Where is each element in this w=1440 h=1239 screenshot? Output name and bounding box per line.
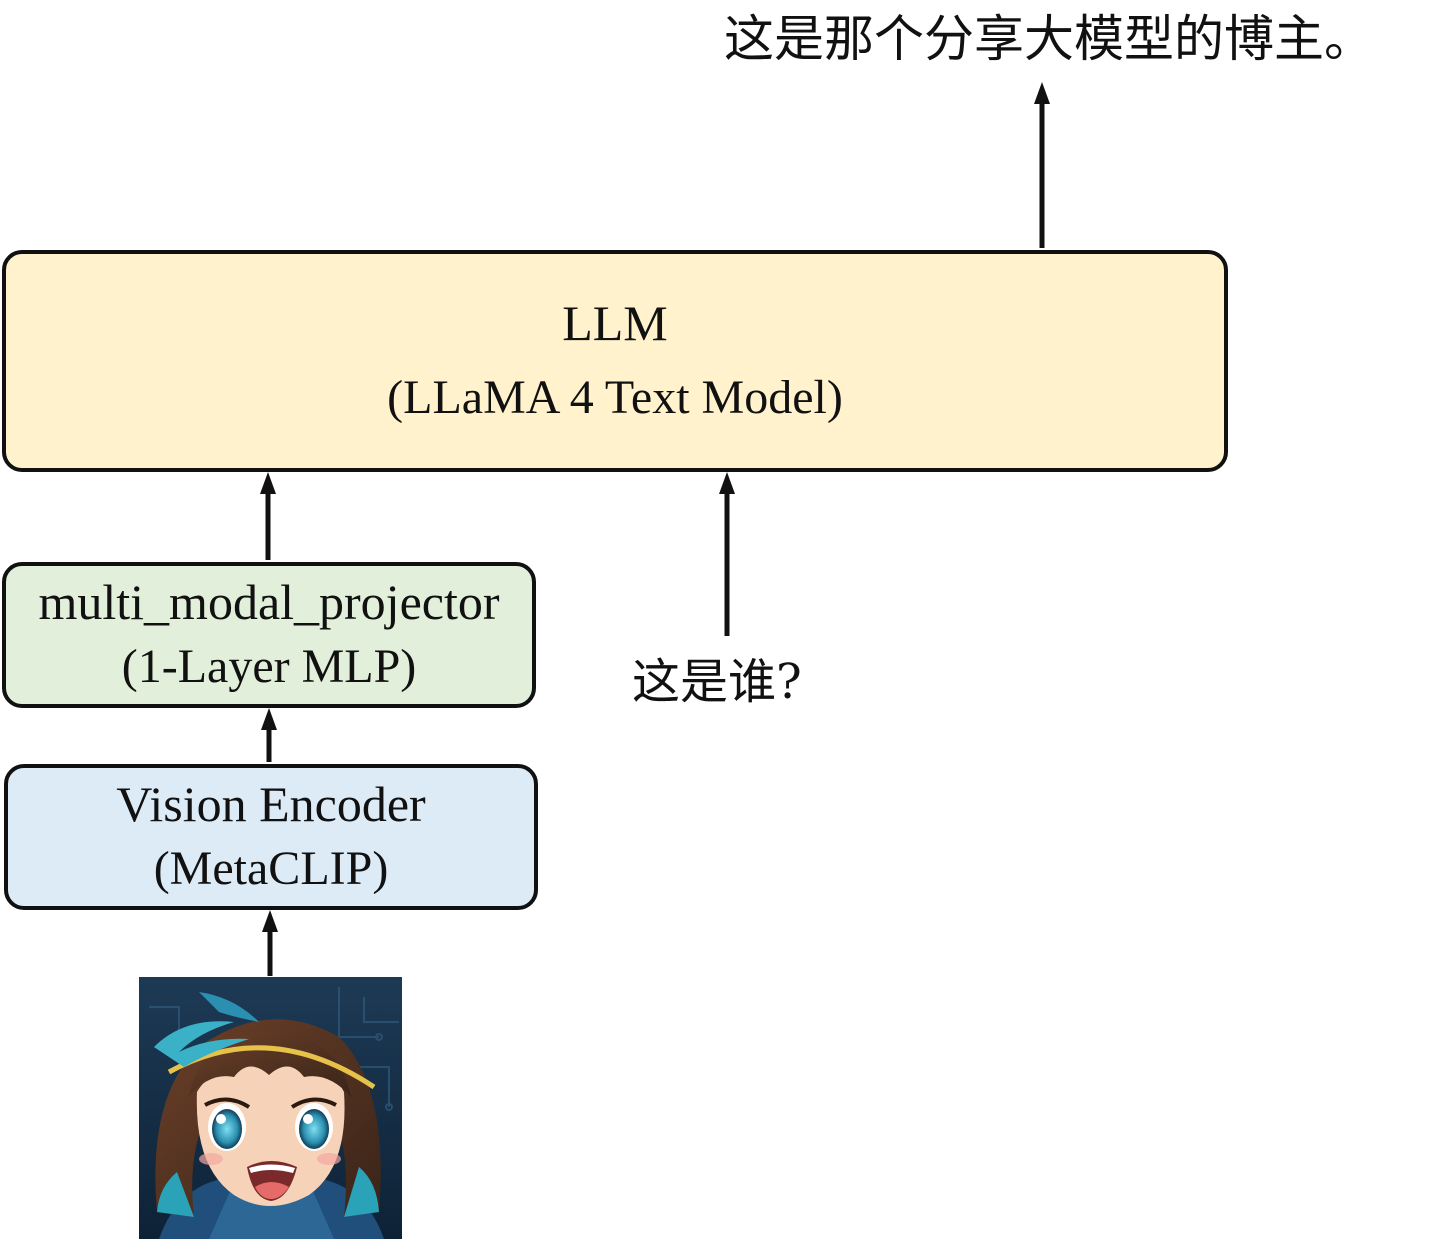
encoder-box: Vision Encoder (MetaCLIP) — [4, 764, 538, 910]
projector-subtitle: (1-Layer MLP) — [121, 639, 417, 693]
arrow-question-to-llm — [719, 472, 735, 636]
encoder-title: Vision Encoder — [116, 775, 426, 832]
output-text: 这是那个分享大模型的博主。 — [724, 10, 1374, 68]
encoder-subtitle: (MetaCLIP) — [153, 841, 389, 895]
llm-title: LLM — [562, 294, 668, 351]
arrow-image-to-encoder — [262, 910, 278, 976]
llm-box: LLM (LLaMA 4 Text Model) — [2, 250, 1228, 472]
anime-girl-avatar-icon — [139, 977, 402, 1239]
projector-box: multi_modal_projector (1-Layer MLP) — [2, 562, 536, 708]
arrow-encoder-to-projector — [261, 708, 277, 762]
llm-subtitle: (LLaMA 4 Text Model) — [387, 370, 843, 424]
arrow-projector-to-llm — [260, 472, 276, 560]
question-text: 这是谁? — [632, 654, 802, 710]
projector-title: multi_modal_projector — [38, 573, 500, 630]
arrow-llm-to-output — [1034, 82, 1050, 248]
